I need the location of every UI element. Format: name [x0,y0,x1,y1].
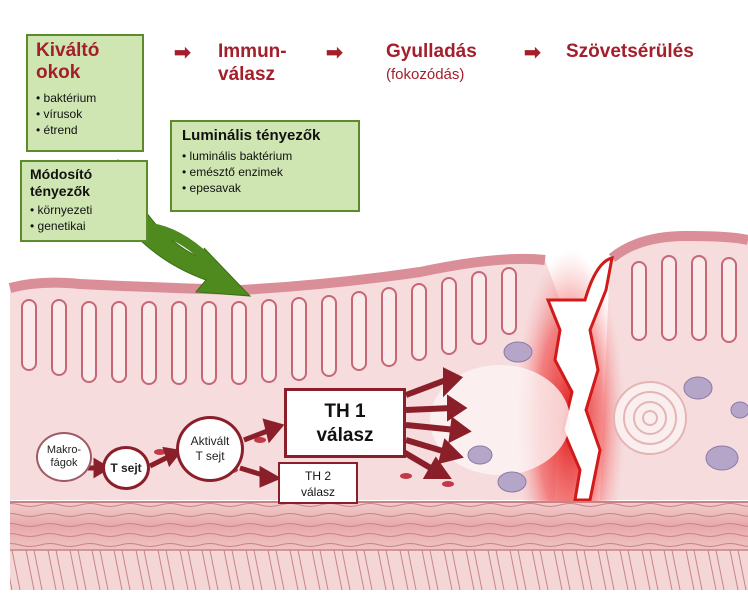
triggers-title: Kiváltó okok [36,40,134,84]
flow-arrow-3-icon: ➡ [524,40,541,65]
modifier-factors-box: Módosító tényezők környezeti genetikai [20,160,148,242]
macrophage-cell: Makro- fágok [36,432,92,482]
list-item: baktérium [36,90,134,106]
luminal-title: Luminális tényezők [182,126,348,146]
step-tissue-damage: Szövetsérülés [566,40,694,63]
list-item: genetikai [30,218,138,234]
step-inflammation-sub: (fokozódás) [386,66,464,83]
th2-response-box: TH 2 válasz [278,462,358,504]
flow-arrow-2-icon: ➡ [326,40,343,65]
modifier-title: Módosító tényezők [30,166,138,200]
list-item: luminális baktérium [182,148,348,164]
luminal-list: luminális baktérium emésztő enzimek epes… [182,148,348,196]
luminal-factors-box: Luminális tényezők luminális baktérium e… [170,120,360,212]
step-immune-response: Immun- válasz [218,40,287,86]
step-inflammation: Gyulladás [386,40,477,63]
t-cell: T sejt [102,446,150,490]
list-item: étrend [36,122,134,138]
triggers-box: Kiváltó okok baktérium vírusok étrend [26,34,144,152]
activated-t-cell: Aktivált T sejt [176,416,244,482]
triggers-list: baktérium vírusok étrend [36,90,134,138]
flow-arrow-1-icon: ➡ [174,40,191,65]
list-item: emésztő enzimek [182,164,348,180]
list-item: környezeti [30,202,138,218]
list-item: epesavak [182,180,348,196]
list-item: vírusok [36,106,134,122]
modifier-list: környezeti genetikai [30,202,138,234]
th1-response-box: TH 1 válasz [284,388,406,458]
